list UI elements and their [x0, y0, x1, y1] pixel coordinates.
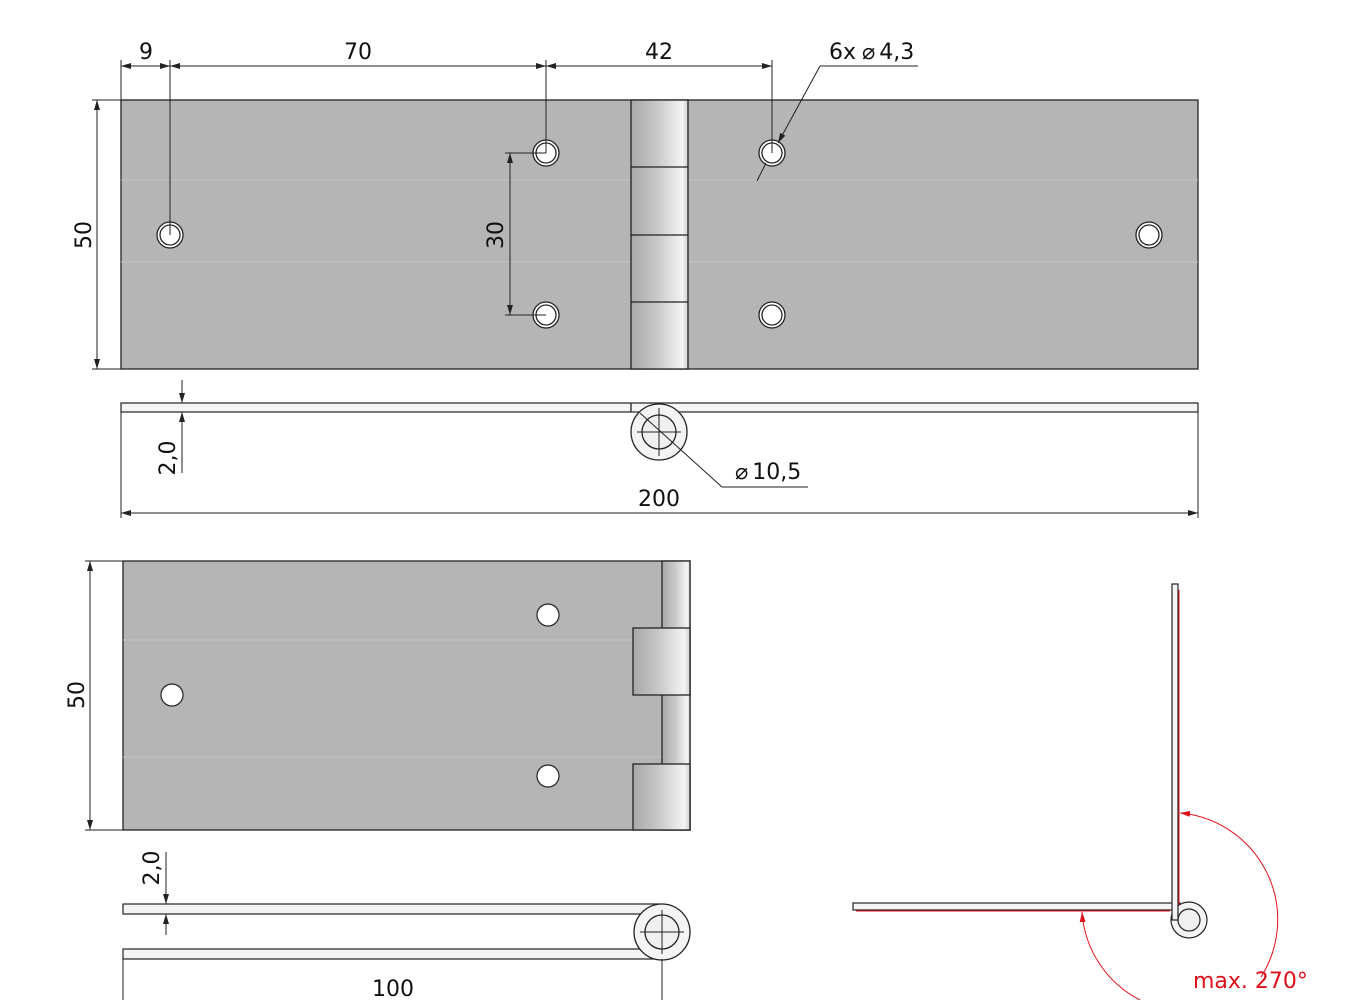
length-200-label: 200: [638, 487, 680, 512]
half-view: 50 2,0 100: [65, 560, 691, 1000]
rotation-view: max. 270°: [852, 583, 1308, 1000]
side-view: 2,0 ⌀10,5 200: [120, 380, 1199, 518]
half-height-label: 50: [65, 681, 90, 709]
dim-70-label: 70: [344, 40, 372, 65]
spacing-30-label: 30: [484, 221, 509, 249]
half-thickness-label: 2,0: [140, 851, 165, 886]
dimension-lines-top: [92, 60, 918, 370]
thickness-label: 2,0: [156, 441, 181, 476]
top-view: 9 70 42 6x⌀4,3 50 30: [72, 40, 1199, 370]
dim-42-label: 42: [645, 40, 673, 65]
max-angle-label: max. 270°: [1193, 969, 1308, 994]
length-100-label: 100: [372, 977, 414, 1000]
hinge-leaf: [122, 560, 691, 831]
hole-callout-label: 6x⌀4,3: [829, 40, 914, 65]
dim-9-label: 9: [139, 40, 153, 65]
height-50-label: 50: [72, 221, 97, 249]
rotation-arc: [1179, 810, 1279, 978]
knuckle-diameter-label: ⌀10,5: [735, 460, 801, 485]
